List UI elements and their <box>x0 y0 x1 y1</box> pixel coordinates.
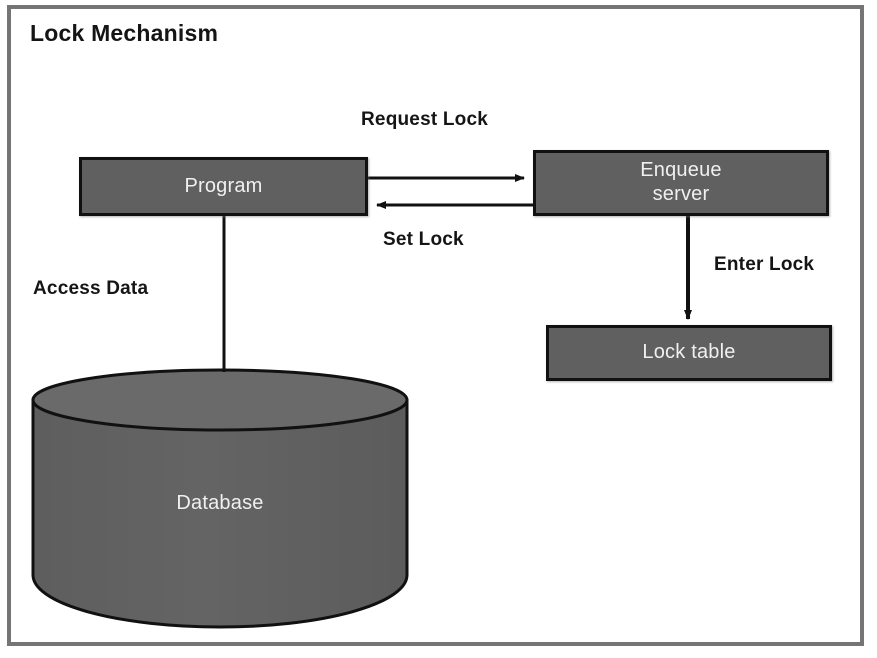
node-program[interactable]: Program <box>79 157 368 216</box>
node-enqueue-server-label-line2: server <box>652 183 710 205</box>
edge-label-access-data: Access Data <box>33 278 149 299</box>
node-lock-table-label: Lock table <box>642 341 736 364</box>
node-enqueue-server-label-line1: Enqueue <box>640 159 722 182</box>
node-enqueue-server-label: Enqueue server <box>640 159 721 206</box>
node-enqueue-server[interactable]: Enqueue server <box>533 150 829 216</box>
node-lock-table[interactable]: Lock table <box>546 325 832 381</box>
database-cylinder-shape <box>31 368 409 629</box>
edge-label-set-lock: Set Lock <box>383 229 464 250</box>
page-title: Lock Mechanism <box>30 20 219 46</box>
edge-label-request-lock: Request Lock <box>361 109 488 130</box>
node-program-label: Program <box>184 174 263 197</box>
edge-label-enter-lock: Enter Lock <box>714 254 815 275</box>
